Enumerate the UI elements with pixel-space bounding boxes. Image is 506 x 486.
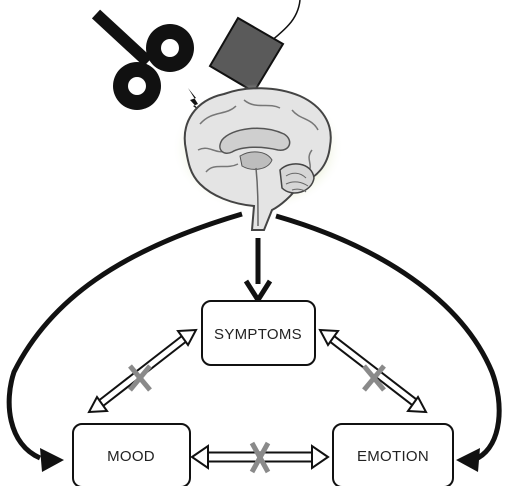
symptoms-node: SYMPTOMS [201, 300, 316, 366]
brain-to-mood-arrow [6, 211, 243, 461]
brain-to-emotion-arrow [275, 213, 502, 461]
mood-arrowhead [40, 448, 64, 472]
brain-sagittal-icon [172, 84, 344, 231]
emotion-label: EMOTION [357, 448, 429, 465]
emotion-node: EMOTION [332, 423, 454, 486]
brain-to-symptoms-arrow [243, 238, 273, 305]
mood-node: MOOD [72, 423, 191, 486]
symptoms-emotion-cross [362, 364, 386, 392]
lightning-bolt-icon [188, 88, 203, 114]
symptoms-emotion-link [318, 328, 428, 414]
emotion-arrowhead [456, 448, 480, 472]
mood-emotion-cross [249, 441, 271, 474]
symptoms-mood-link [87, 328, 198, 414]
mood-label: MOOD [107, 448, 155, 465]
electrode-pad-icon [208, 0, 301, 94]
symptoms-mood-cross [128, 364, 152, 392]
wind-up-key-icon [91, 9, 194, 110]
symptoms-label: SYMPTOMS [214, 326, 302, 343]
